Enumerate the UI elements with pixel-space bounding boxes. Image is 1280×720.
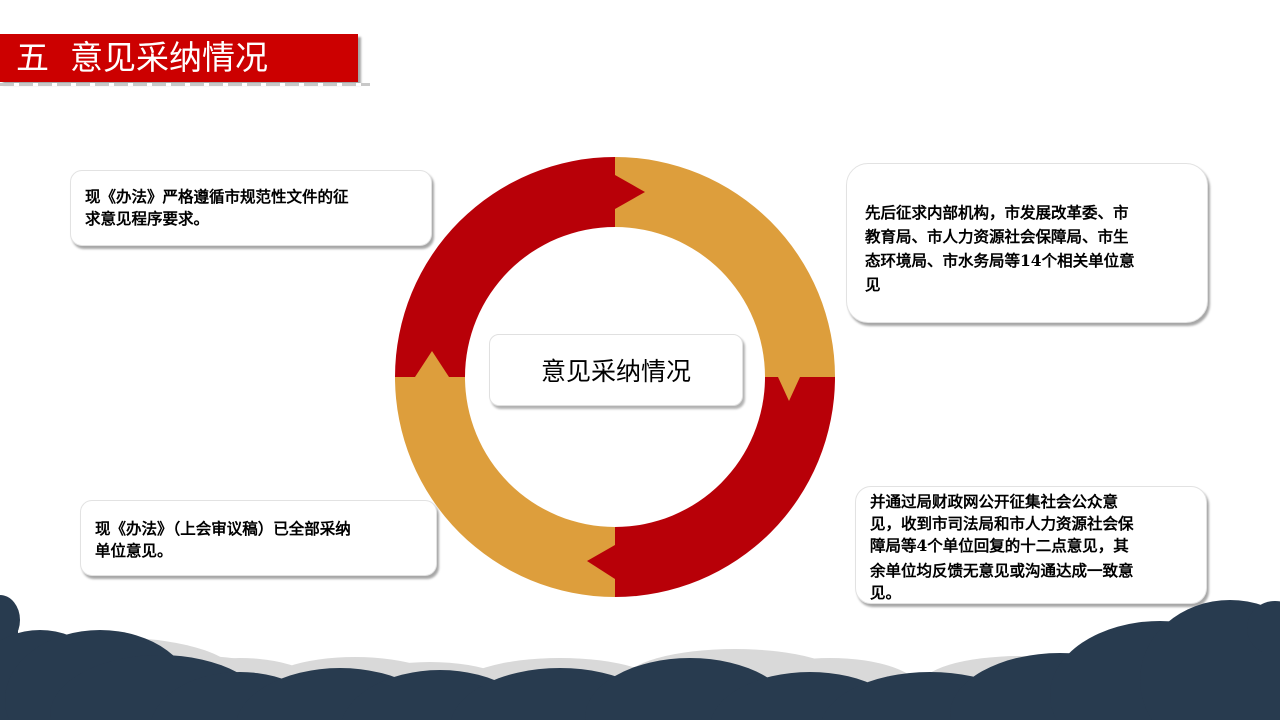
card-line: 态环境局、市水务局等14个相关单位意	[865, 251, 1135, 270]
card-bottom-right: 并通过局财政网公开征集社会公众意 见，收到市司法局和市人力资源社会保 障局等4个…	[855, 486, 1207, 604]
center-label-box: 意见采纳情况	[489, 334, 743, 406]
arrow-tip-left	[587, 545, 615, 579]
arrow-tip-right	[615, 175, 645, 209]
arrow-tip-up	[415, 351, 449, 377]
ring-segment-top-right	[615, 157, 835, 377]
section-title-bar: 五 意见采纳情况	[0, 34, 358, 82]
title-underline-divider	[0, 83, 370, 86]
card-line: 见，收到市司法局和市人力资源社会保	[870, 514, 1134, 533]
card-line: 求意见程序要求。	[85, 209, 210, 228]
card-line: 现《办法》（上会审议稿）已全部采纳	[95, 519, 351, 538]
card-line: 并通过局财政网公开征集社会公众意	[870, 492, 1119, 511]
section-title: 五 意见采纳情况	[16, 38, 268, 77]
ring-segment-bottom-right	[615, 377, 835, 597]
cycle-ring-diagram	[395, 157, 835, 597]
card-line: 教育局、市人力资源社会保障局、市生	[865, 227, 1129, 246]
ring-segment-top-left	[395, 157, 615, 377]
card-line: 见。	[870, 583, 902, 602]
card-line: 现《办法》严格遵循市规范性文件的征	[85, 187, 349, 206]
center-label: 意见采纳情况	[540, 357, 691, 386]
card-line: 见	[865, 275, 881, 294]
arrow-tip-down	[778, 377, 800, 401]
card-top-right: 先后征求内部机构，市发展改革委、市 教育局、市人力资源社会保障局、市生 态环境局…	[846, 163, 1208, 323]
footer-clouds-decoration	[0, 595, 1280, 720]
navy-clouds	[0, 595, 1280, 720]
card-bottom-left: 现《办法》（上会审议稿）已全部采纳 单位意见。	[80, 500, 437, 576]
card-line: 余单位均反馈无意见或沟通达成一致意	[870, 561, 1134, 580]
ring-segment-bottom-left	[395, 377, 615, 597]
card-line: 先后征求内部机构，市发展改革委、市	[865, 203, 1129, 222]
card-line: 障局等4个单位回复的十二点意见，其	[870, 536, 1129, 555]
card-top-left: 现《办法》严格遵循市规范性文件的征 求意见程序要求。	[70, 170, 432, 246]
card-line: 单位意见。	[95, 541, 173, 560]
